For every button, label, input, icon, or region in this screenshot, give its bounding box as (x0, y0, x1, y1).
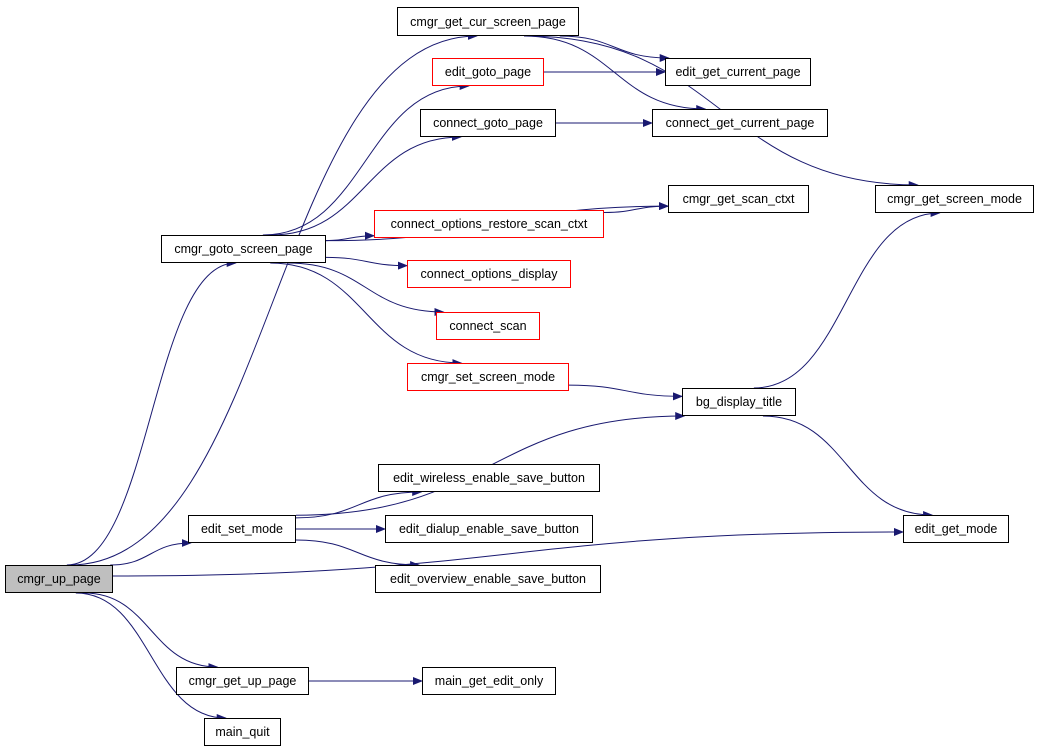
edge-cmgr_up_page-to-cmgr_get_up_page (84, 592, 219, 671)
node-connect-options-restore-scan-ctxt[interactable]: connect_options_restore_scan_ctxt (374, 210, 604, 238)
node-edit-overview-enable-save-button[interactable]: edit_overview_enable_save_button (375, 565, 601, 593)
node-cmgr-set-screen-mode[interactable]: cmgr_set_screen_mode (407, 363, 569, 391)
node-edit-wireless-enable-save-button[interactable]: edit_wireless_enable_save_button (378, 464, 600, 492)
node-main-quit[interactable]: main_quit (204, 718, 281, 746)
node-main-get-edit-only[interactable]: main_get_edit_only (422, 667, 556, 695)
node-connect-goto-page[interactable]: connect_goto_page (420, 109, 556, 137)
node-edit-get-current-page[interactable]: edit_get_current_page (665, 58, 811, 86)
node-cmgr-get-scan-ctxt[interactable]: cmgr_get_scan_ctxt (668, 185, 809, 213)
node-edit-goto-page[interactable]: edit_goto_page (432, 58, 544, 86)
node-cmgr-get-up-page[interactable]: cmgr_get_up_page (176, 667, 309, 695)
node-edit-set-mode[interactable]: edit_set_mode (188, 515, 296, 543)
node-edit-dialup-enable-save-button[interactable]: edit_dialup_enable_save_button (385, 515, 593, 543)
edge-cmgr_goto_screen_page-to-connect_scan (287, 262, 445, 316)
node-bg-display-title[interactable]: bg_display_title (682, 388, 796, 416)
node-connect-options-display[interactable]: connect_options_display (407, 260, 571, 288)
edge-bg_display_title-to-edit_get_mode (762, 415, 934, 519)
edge-cmgr_goto_screen_page-to-edit_goto_page (262, 82, 470, 236)
node-edit-get-mode[interactable]: edit_get_mode (903, 515, 1009, 543)
edge-cmgr_goto_screen_page-to-cmgr_set_screen_mode (270, 262, 463, 367)
node-cmgr-up-page: cmgr_up_page (5, 565, 113, 593)
edge-edit_set_mode-to-edit_wireless_enable_save_button (295, 488, 423, 519)
edge-cmgr_goto_screen_page-to-connect_options_display (325, 256, 408, 270)
node-connect-scan[interactable]: connect_scan (436, 312, 540, 340)
edge-cmgr_up_page-to-edit_set_mode (110, 539, 192, 566)
edge-cmgr_goto_screen_page-to-connect_options_restore_scan_ctxt (325, 231, 375, 242)
node-cmgr-get-cur-screen-page[interactable]: cmgr_get_cur_screen_page (397, 7, 579, 36)
edge-cmgr_up_page-to-edit_get_mode (112, 527, 904, 577)
edge-bg_display_title-to-cmgr_get_screen_mode (753, 209, 941, 389)
node-connect-get-current-page[interactable]: connect_get_current_page (652, 109, 828, 137)
edge-connect_options_restore_scan_ctxt-to-cmgr_get_scan_ctxt (603, 202, 669, 213)
edge-cmgr_up_page-to-cmgr_get_cur_screen_page (69, 32, 478, 566)
edge-cmgr_up_page-to-main_quit (75, 592, 227, 722)
node-cmgr-get-screen-mode[interactable]: cmgr_get_screen_mode (875, 185, 1034, 213)
edge-edit_set_mode-to-edit_overview_enable_save_button (295, 539, 421, 569)
edge-cmgr_get_cur_screen_page-to-edit_get_current_page (559, 35, 670, 62)
edge-cmgr_goto_screen_page-to-connect_goto_page (270, 133, 462, 236)
edge-cmgr_set_screen_mode-to-bg_display_title (568, 384, 683, 401)
node-cmgr-goto-screen-page[interactable]: cmgr_goto_screen_page (161, 235, 326, 263)
edge-cmgr_up_page-to-cmgr_goto_screen_page (66, 259, 237, 566)
